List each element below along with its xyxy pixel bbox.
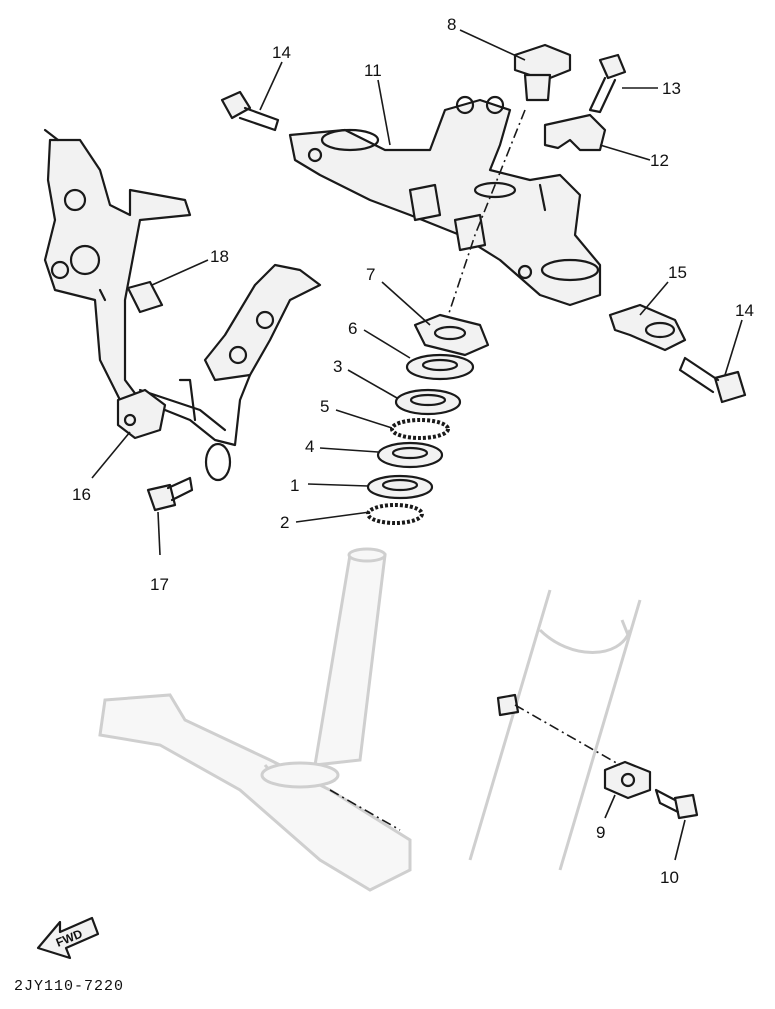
bolt-part-17 (146, 476, 194, 512)
headlight-bracket-assembly (43, 128, 322, 482)
callout-6: 6 (348, 319, 357, 338)
callout-3: 3 (333, 357, 342, 376)
clamp-part-16 (116, 388, 167, 440)
callout-11: 11 (364, 61, 382, 80)
race-part-3 (394, 388, 462, 416)
callout-15: 15 (668, 263, 687, 282)
handlebar-cap-part-12 (543, 113, 607, 152)
clamp-part-15 (608, 303, 687, 352)
fork-tube-ghost (468, 589, 642, 871)
stem-axis-line (439, 109, 526, 341)
callout-18: 18 (210, 247, 229, 266)
callout-14-upper: 14 (272, 43, 291, 62)
callout-5: 5 (320, 397, 329, 416)
callout-14-lower: 14 (735, 301, 754, 320)
callout-4: 4 (305, 437, 314, 456)
race-part-4-hole (391, 446, 429, 460)
bolt-part-8 (513, 43, 572, 102)
leader-lines (91, 29, 743, 861)
bolt-part-13 (588, 53, 627, 114)
race-part-4 (376, 441, 444, 469)
forward-arrow-icon: FWD (36, 916, 100, 960)
bolt-part-14-lower (678, 356, 747, 404)
race-part-3-hole (409, 393, 447, 407)
callout-10: 10 (660, 868, 679, 887)
washer-part-6-hole (421, 358, 459, 372)
diagram-code: 2JY110-7220 (14, 978, 124, 995)
callout-9: 9 (596, 823, 605, 842)
upper-bracket-part-11 (288, 95, 602, 307)
race-part-1-hole (381, 478, 419, 492)
grommet-part-18 (126, 280, 164, 314)
race-part-1 (366, 474, 434, 500)
stem-lower-axis-line (329, 789, 401, 831)
callout-16: 16 (72, 485, 91, 504)
bolt-part-14-upper (220, 90, 280, 132)
callout-13: 13 (662, 79, 681, 98)
ring-nut-part-7 (413, 313, 490, 357)
ball-bearing-part-2 (366, 503, 424, 525)
callout-17: 17 (150, 575, 169, 594)
ball-bearing-part-5 (390, 418, 450, 440)
clamp-part-9 (603, 760, 652, 800)
callout-1: 1 (290, 476, 299, 495)
washer-part-6 (405, 353, 475, 381)
callout-12: 12 (650, 151, 669, 170)
fork-tab (496, 693, 520, 717)
bolt-part-10 (654, 788, 699, 820)
clamp-axis-line (514, 704, 621, 766)
callout-2: 2 (280, 513, 289, 532)
lower-bracket-ghost (98, 547, 412, 892)
callout-7: 7 (366, 265, 375, 284)
callout-8: 8 (447, 15, 456, 34)
